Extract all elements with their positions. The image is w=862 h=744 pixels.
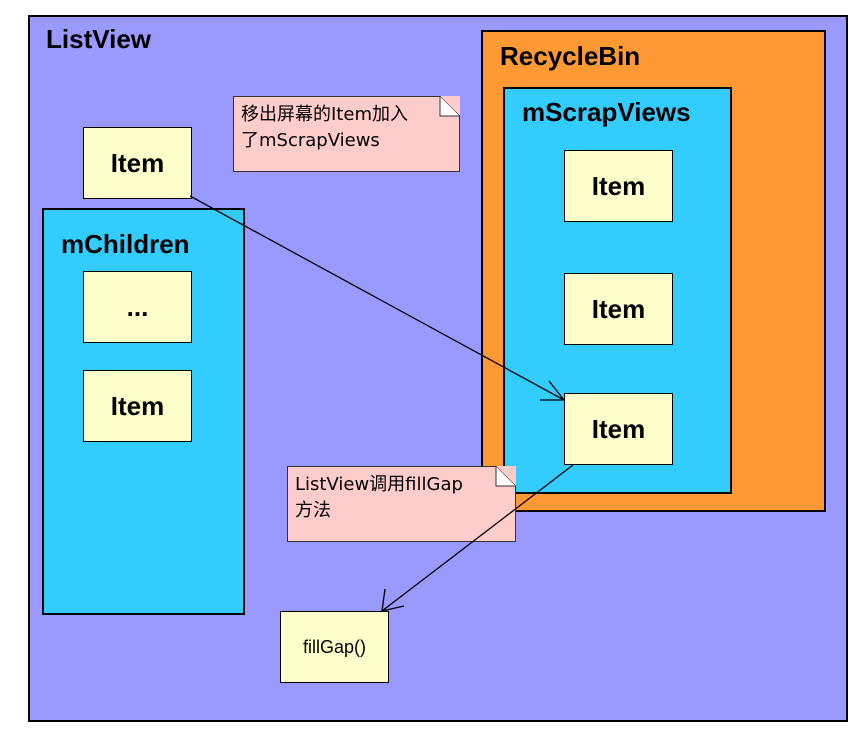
scrap-item: Item <box>564 150 673 222</box>
scrapviews-title: mScrapViews <box>522 97 691 127</box>
arrowhead-scrap-icon <box>540 380 566 401</box>
note-move-to-scrap: 移出屏幕的Item加入了mScrapViews <box>233 96 460 172</box>
children-title: mChildren <box>61 229 190 259</box>
listview-title: ListView <box>46 24 152 54</box>
arrowhead-fillgap-icon <box>381 588 405 612</box>
arrow-item-to-scrap <box>189 195 565 401</box>
scrap-item: Item <box>564 393 673 465</box>
children-item: Item <box>83 370 192 442</box>
fillgap-box: fillGap() <box>280 611 389 683</box>
removed-item: Item <box>83 127 192 199</box>
scrap-item: Item <box>564 273 673 345</box>
arrow-scrap-to-fillgap <box>381 464 574 612</box>
recyclebin-title: RecycleBin <box>500 41 641 71</box>
children-item: ... <box>83 271 192 343</box>
